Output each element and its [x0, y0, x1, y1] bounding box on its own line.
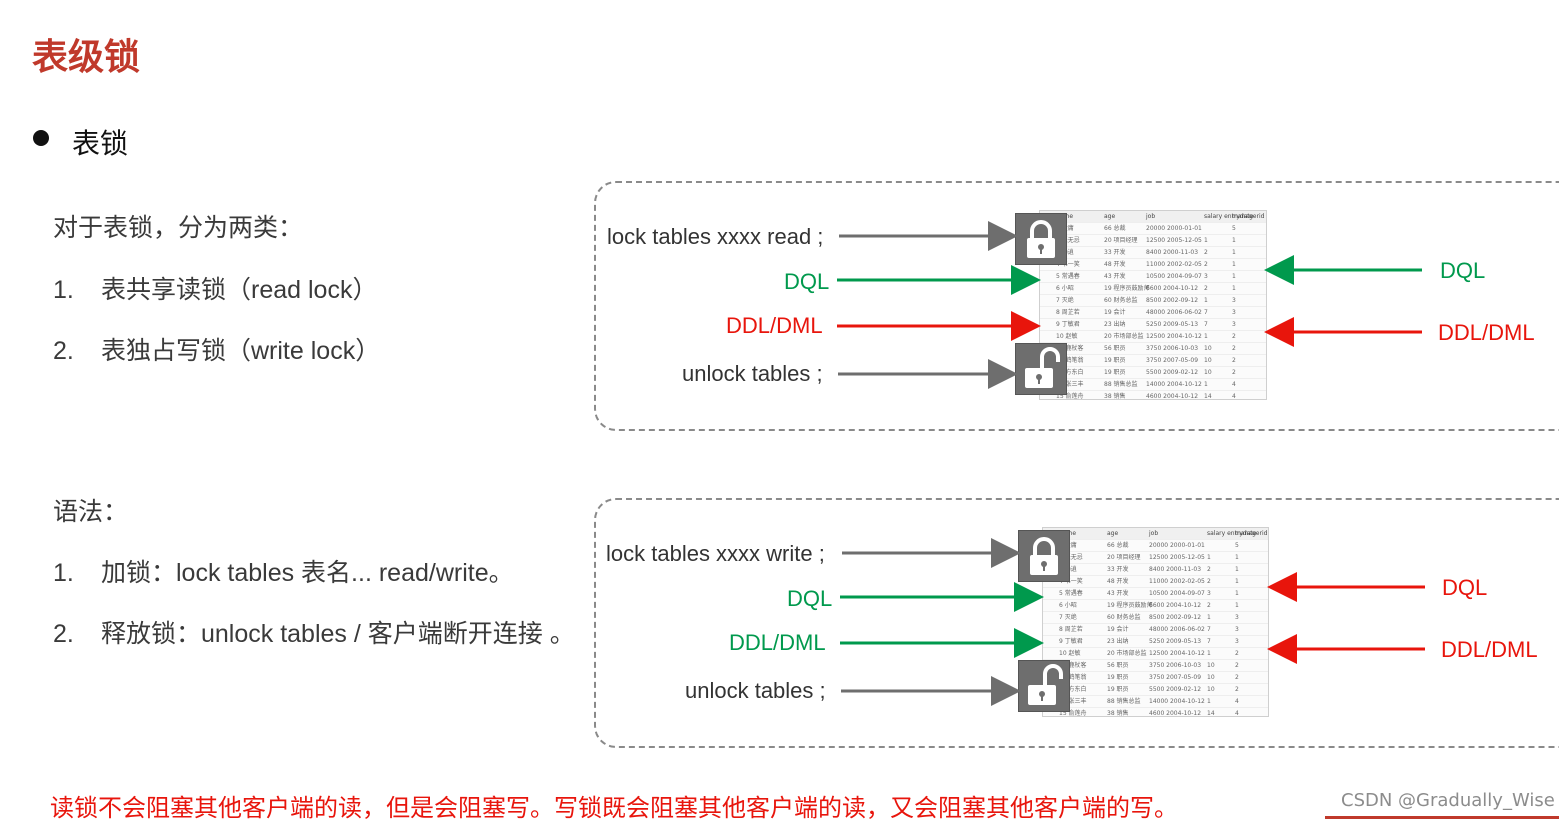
syntax-item-1-num: 1.	[53, 559, 74, 587]
write-lock-icon	[1018, 530, 1070, 582]
write-lock-command: lock tables xxxx write ;	[606, 541, 825, 566]
page-title: 表级锁	[32, 36, 141, 77]
read-table-preview: nameagejobsalary entrydatemanagerid dept…	[1039, 210, 1267, 400]
syntax-item-1-text: 加锁：lock tables 表名... read/write。	[101, 559, 514, 587]
intro-item-2: 2. 表独占写锁（write lock）	[53, 331, 380, 367]
watermark: CSDN @Gradually_Wise	[1341, 790, 1555, 811]
read-dql-right: DQL	[1440, 258, 1486, 283]
syntax-item-2-num: 2.	[53, 620, 74, 648]
write-dml-right: DDL/DML	[1441, 637, 1538, 662]
intro-item-1-text: 表共享读锁（read lock）	[101, 276, 378, 304]
read-lock-command: lock tables xxxx read ;	[607, 224, 824, 249]
write-unlock-command: unlock tables ;	[685, 678, 826, 703]
intro-item-1-num: 1.	[53, 276, 74, 304]
intro-item-2-text: 表独占写锁（write lock）	[101, 337, 381, 365]
read-unlock-command: unlock tables ;	[682, 361, 823, 386]
syntax-item-1: 1. 加锁：lock tables 表名... read/write。	[53, 553, 514, 589]
bullet-heading: 表锁	[72, 128, 129, 159]
read-dml-right: DDL/DML	[1438, 320, 1535, 345]
read-lock-icon	[1015, 213, 1067, 265]
table-header-row: nameagejobsalary entrydatemanagerid dept…	[1040, 211, 1266, 223]
read-dml-left: DDL/DML	[726, 313, 823, 338]
syntax-item-2: 2. 释放锁：unlock tables / 客户端断开连接 。	[53, 614, 575, 650]
footer-note: 读锁不会阻塞其他客户端的读，但是会阻塞写。写锁既会阻塞其他客户端的读，又会阻塞其…	[50, 795, 1178, 822]
intro-heading: 对于表锁，分为两类：	[53, 214, 304, 242]
syntax-heading: 语法：	[53, 498, 129, 526]
bullet-dot	[33, 130, 49, 146]
write-lock-diagram	[594, 498, 1559, 748]
intro-item-2-num: 2.	[53, 337, 74, 365]
write-dql-right: DQL	[1442, 575, 1488, 600]
read-lock-diagram	[594, 181, 1559, 431]
syntax-item-2-text: 释放锁：unlock tables / 客户端断开连接 。	[101, 620, 575, 648]
read-dql-left: DQL	[784, 269, 830, 294]
intro-item-1: 1. 表共享读锁（read lock）	[53, 270, 377, 306]
write-dql-left: DQL	[787, 586, 833, 611]
read-unlock-icon	[1015, 343, 1067, 395]
watermark-underline	[1325, 816, 1559, 819]
table-header-row: nameagejobsalary entrydatemanagerid dept…	[1043, 528, 1268, 540]
write-unlock-icon	[1018, 660, 1070, 712]
write-dml-left: DDL/DML	[729, 630, 826, 655]
